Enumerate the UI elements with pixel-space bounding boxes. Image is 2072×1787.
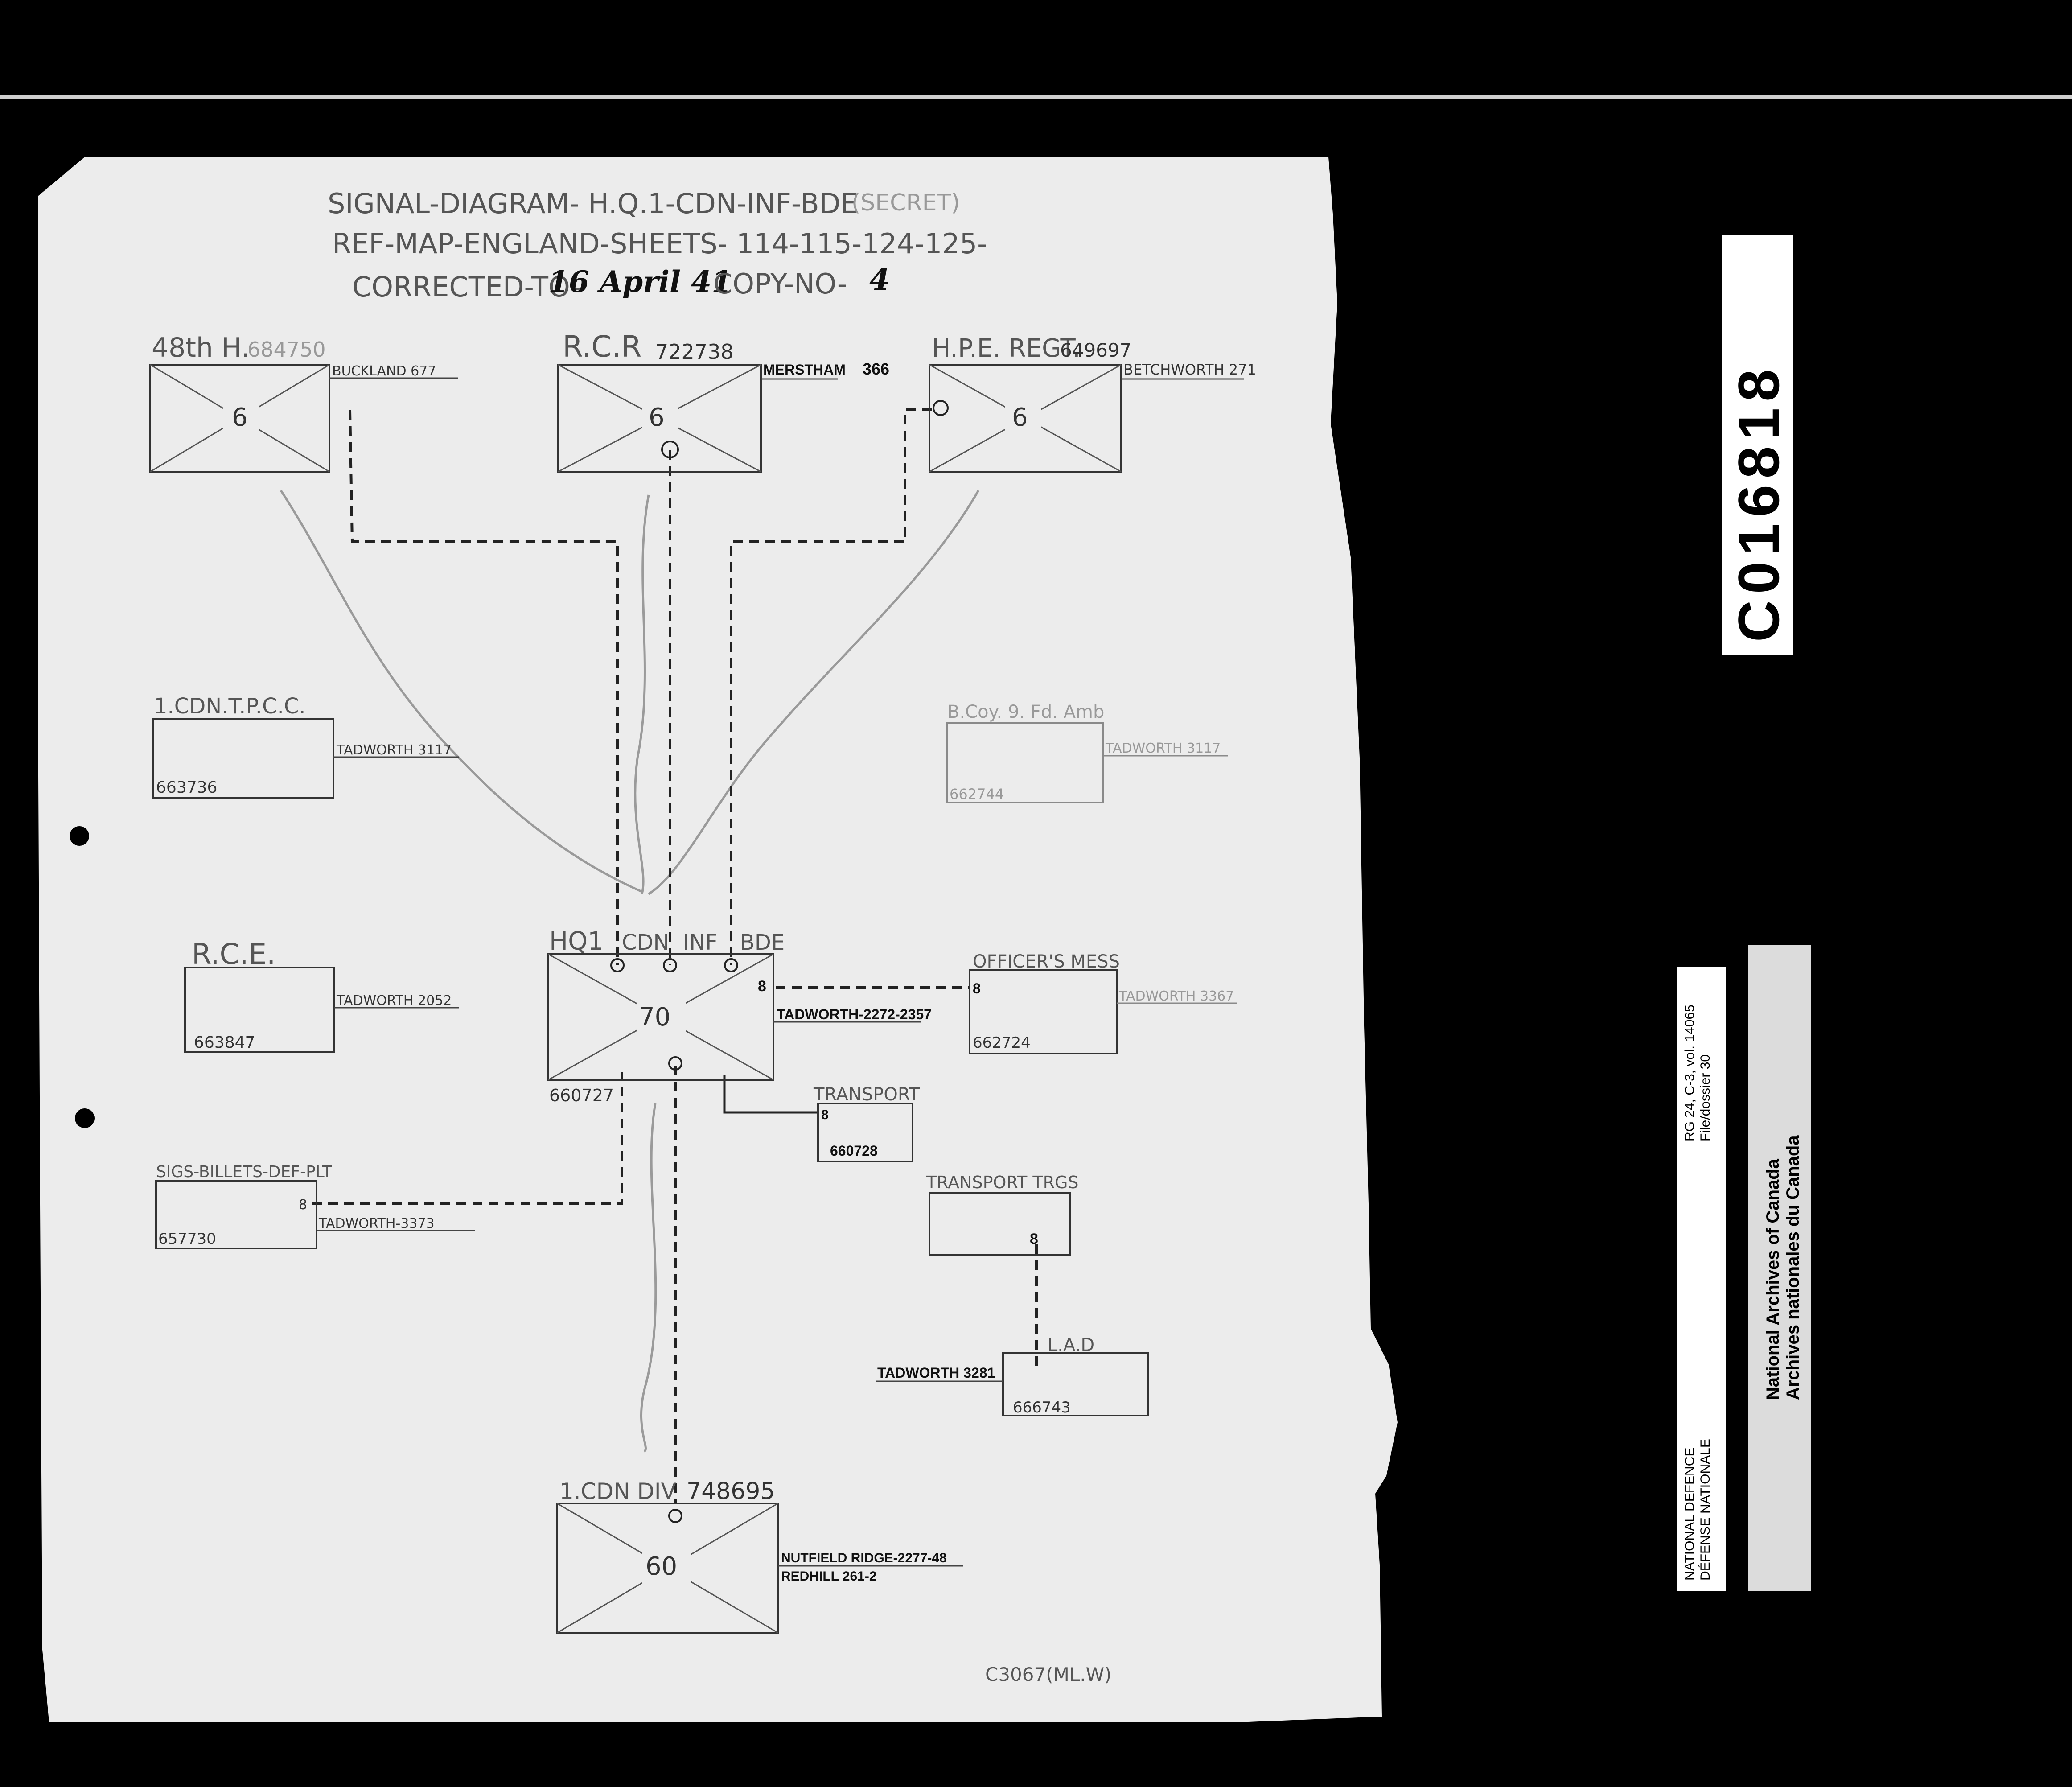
unit-transport-trgs: TRANSPORT TRGS 8 xyxy=(926,1173,1079,1256)
unit-lad: L.A.D 666743 TADWORTH 3281 xyxy=(876,1335,1149,1416)
unit-map-ref: 663847 xyxy=(194,1033,255,1052)
punch-hole xyxy=(70,826,89,846)
phone-label: TADWORTH-2272-2357 xyxy=(777,1006,932,1022)
paper-sheet xyxy=(38,157,1398,1722)
unit-map-ref: 657730 xyxy=(158,1230,216,1248)
unit-map-ref: 660727 xyxy=(549,1086,614,1105)
unit-name: 1.CDN.T.P.C.C. xyxy=(154,694,306,719)
phone-label: BETCHWORTH 271 xyxy=(1123,361,1256,378)
diagram-title: SIGNAL-DIAGRAM- H.Q.1-CDN-INF-BDE xyxy=(328,187,858,220)
phone-label: TADWORTH 3117 xyxy=(336,742,452,758)
archive-reference: RG 24, C-3, vol. 14065 xyxy=(1682,1005,1697,1141)
port-number: 8 xyxy=(1030,1231,1038,1248)
phone-label: TADWORTH-3373 xyxy=(318,1216,435,1231)
unit-map-ref: 684750 xyxy=(247,338,326,362)
unit-map-ref: 649697 xyxy=(1060,339,1131,361)
unit-name-inf: INF xyxy=(683,930,718,955)
phone-label: TADWORTH 3117 xyxy=(1105,741,1221,756)
unit-number: 60 xyxy=(645,1552,677,1581)
unit-name: R.C.R xyxy=(563,329,641,364)
unit-map-ref: 660728 xyxy=(830,1143,878,1159)
unit-name: L.A.D xyxy=(1048,1335,1094,1355)
unit-name-bde: BDE xyxy=(740,930,785,955)
unit-name: OFFICER'S MESS xyxy=(973,951,1120,972)
cable-48h-hq xyxy=(349,410,619,965)
unit-officers-mess: OFFICER'S MESS 8 662724 TADWORTH 3367 xyxy=(969,951,1237,1054)
cable-hq-sigs xyxy=(312,1072,623,1205)
unit-sigs-billets-def-plt: SIGS-BILLETS-DEF-PLT 8 657730 TADWORTH-3… xyxy=(155,1163,475,1249)
unit-b-coy-fd-amb: B.Coy. 9. Fd. Amb 662744 TADWORTH 3117 xyxy=(946,702,1228,803)
unit-hpe-regt: 6 H.P.E. REGT. 649697 BETCHWORTH 271 xyxy=(929,334,1256,473)
unit-48th-highlanders: 6 48th H. 684750 BUCKLAND 677 xyxy=(149,332,458,473)
unit-number: 70 xyxy=(639,1003,670,1032)
unit-map-ref: 666743 xyxy=(1013,1399,1071,1416)
frame-number-label: C016818 xyxy=(1722,235,1793,655)
phone-label-2: REDHILL 261-2 xyxy=(781,1569,877,1584)
phone-extra: 366 xyxy=(863,360,889,378)
unit-map-ref: 662744 xyxy=(950,786,1004,803)
wire-48h-hq xyxy=(280,490,643,893)
port-number: 8 xyxy=(299,1197,307,1213)
copy-number: 4 xyxy=(869,262,890,297)
link-hq-transport xyxy=(723,1075,818,1114)
unit-rce: R.C.E. 663847 TADWORTH 2052 xyxy=(184,938,459,1053)
archives-fr: Archives nationales du Canada xyxy=(1783,1135,1803,1400)
classification-label: (SECRET) xyxy=(851,189,960,216)
unit-name-hq: HQ1 xyxy=(549,927,604,956)
unit-transport: TRANSPORT 8 660728 xyxy=(813,1084,920,1162)
film-edge xyxy=(0,95,2072,99)
cable-hpe-hq xyxy=(730,408,932,965)
unit-number: 6 xyxy=(1012,403,1028,432)
unit-map-ref: 722738 xyxy=(655,340,734,364)
phone-label: TADWORTH 3281 xyxy=(877,1365,995,1381)
unit-hq-1-cdn-inf-bde: 70 HQ1 CDN INF BDE 660727 8 TADWORTH-227… xyxy=(547,927,932,1105)
archives-en: National Archives of Canada xyxy=(1763,1158,1783,1400)
unit-name: H.P.E. REGT. xyxy=(932,334,1081,363)
phone-label: TADWORTH 2052 xyxy=(336,993,452,1009)
copy-number-label: COPY-NO- xyxy=(713,268,847,300)
unit-rcr: 6 R.C.R 722738 MERSTHAM 366 xyxy=(557,329,889,473)
phone-label: NUTFIELD RIDGE-2277-48 xyxy=(781,1551,947,1565)
unit-name: R.C.E. xyxy=(192,938,275,971)
unit-name: SIGS-BILLETS-DEF-PLT xyxy=(156,1163,333,1181)
port-number: 8 xyxy=(758,978,766,995)
agency-en: NATIONAL DEFENCE xyxy=(1682,1448,1697,1581)
port-number: 8 xyxy=(821,1108,829,1122)
archive-file: File/dossier 30 xyxy=(1698,1054,1713,1141)
document-reference: C3067(ML.W) xyxy=(985,1663,1112,1685)
port-number: 8 xyxy=(973,980,981,996)
frame-number: C016818 xyxy=(1726,363,1791,642)
unit-name: 1.CDN DIV xyxy=(559,1478,676,1504)
unit-name: TRANSPORT xyxy=(813,1084,920,1105)
unit-1-cdn-div: 60 1.CDN DIV 748695 NUTFIELD RIDGE-2277-… xyxy=(556,1478,963,1634)
phone-label: BUCKLAND 677 xyxy=(332,363,436,379)
wire-rcr-hq xyxy=(634,494,650,894)
phone-label: MERSTHAM xyxy=(763,362,846,378)
map-reference: REF-MAP-ENGLAND-SHEETS- 114-115-124-125- xyxy=(332,227,987,260)
agency-fr: DÉFENSE NATIONALE xyxy=(1698,1439,1713,1581)
unit-map-ref: 663736 xyxy=(156,778,217,797)
archive-stamp: NATIONAL DEFENCE DÉFENSE NATIONALE RG 24… xyxy=(1677,945,1811,1591)
unit-map-ref: 748695 xyxy=(687,1478,775,1505)
unit-name-cdn: CDN xyxy=(622,930,669,955)
corrected-date: 16 April 41 xyxy=(548,264,732,299)
unit-number: 6 xyxy=(649,403,665,432)
unit-number: 6 xyxy=(232,403,248,432)
unit-tpcc: 1.CDN.T.P.C.C. 663736 TADWORTH 3117 xyxy=(152,694,459,799)
unit-name: B.Coy. 9. Fd. Amb xyxy=(947,702,1104,722)
punch-hole xyxy=(75,1108,95,1128)
wire-hq-div xyxy=(640,1103,657,1453)
unit-name: 48th H. xyxy=(152,332,250,363)
corrected-to-label: CORRECTED-TO- xyxy=(352,271,581,303)
phone-label: TADWORTH 3367 xyxy=(1118,988,1234,1004)
unit-map-ref: 662724 xyxy=(973,1034,1031,1052)
wire-hpe-hq xyxy=(648,490,980,895)
unit-name: TRANSPORT TRGS xyxy=(926,1173,1079,1192)
